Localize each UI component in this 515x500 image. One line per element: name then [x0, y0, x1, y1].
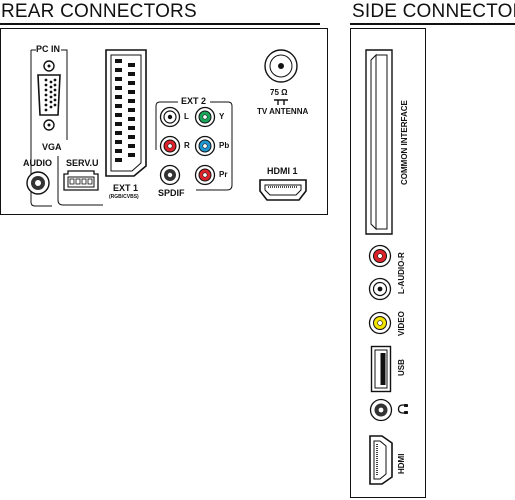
side-hdmi-port[interactable]: [368, 434, 394, 486]
side-headphone-jack[interactable]: [369, 398, 393, 422]
ext2-l-jack[interactable]: [159, 106, 181, 128]
side-usb-port[interactable]: [370, 345, 392, 393]
ext2-pr-label: Pr: [219, 170, 228, 179]
ext1-scart-port[interactable]: [104, 48, 148, 178]
ext1-label: EXT 1: [113, 183, 139, 193]
pc-in-label: PC IN: [36, 44, 61, 54]
servu-port[interactable]: [62, 170, 100, 192]
tv-antenna-label: TV ANTENNA: [257, 107, 309, 116]
ext2-label: EXT 2: [181, 96, 207, 106]
hdmi1-port[interactable]: [258, 178, 308, 202]
ext2-r-jack[interactable]: [159, 135, 181, 157]
audio-jack[interactable]: [25, 170, 51, 196]
ext2-y-jack[interactable]: [194, 106, 216, 128]
usb-label: USB: [397, 359, 406, 376]
spdif-jack[interactable]: [159, 164, 181, 186]
headphone-icon: [397, 404, 408, 414]
side-video-jack[interactable]: [368, 311, 392, 335]
antenna-port[interactable]: [263, 48, 299, 84]
side-audio-l-jack[interactable]: [368, 277, 392, 301]
ext2-pb-jack[interactable]: [194, 135, 216, 157]
ext2-pb-label: Pb: [219, 141, 230, 150]
ext2-y-label: Y: [219, 112, 225, 121]
antenna-symbol-icon: [274, 99, 288, 105]
rear-connectors-title: REAR CONNECTORS: [1, 1, 197, 22]
hdmi1-label: HDMI 1: [267, 166, 298, 176]
side-connectors-title: SIDE CONNECTORS: [352, 1, 515, 22]
side-hdmi-label: HDMI: [397, 453, 406, 474]
antenna-ohm-label: 75 Ω: [270, 88, 288, 97]
rear-title-underline: [0, 23, 320, 25]
ext2-pr-jack[interactable]: [194, 164, 216, 186]
common-interface-label: COMMON INTERFACE: [400, 100, 409, 185]
ext2-l-label: L: [184, 112, 189, 121]
servu-label: SERV.U: [66, 158, 99, 168]
l-audio-r-label: L-AUDIO-R: [397, 252, 406, 294]
ext2-r-label: R: [184, 141, 190, 150]
side-audio-r-jack[interactable]: [368, 244, 392, 268]
spdif-label: SPDIF: [158, 188, 185, 198]
side-title-underline: [350, 23, 515, 25]
vga-label: VGA: [42, 142, 62, 152]
common-interface-slot[interactable]: [364, 48, 394, 236]
video-label: VIDEO: [397, 311, 406, 336]
audio-label: AUDIO: [23, 158, 52, 168]
vga-port[interactable]: [34, 60, 64, 131]
ext1-sub-label: (RGB/CVBS): [109, 194, 139, 200]
